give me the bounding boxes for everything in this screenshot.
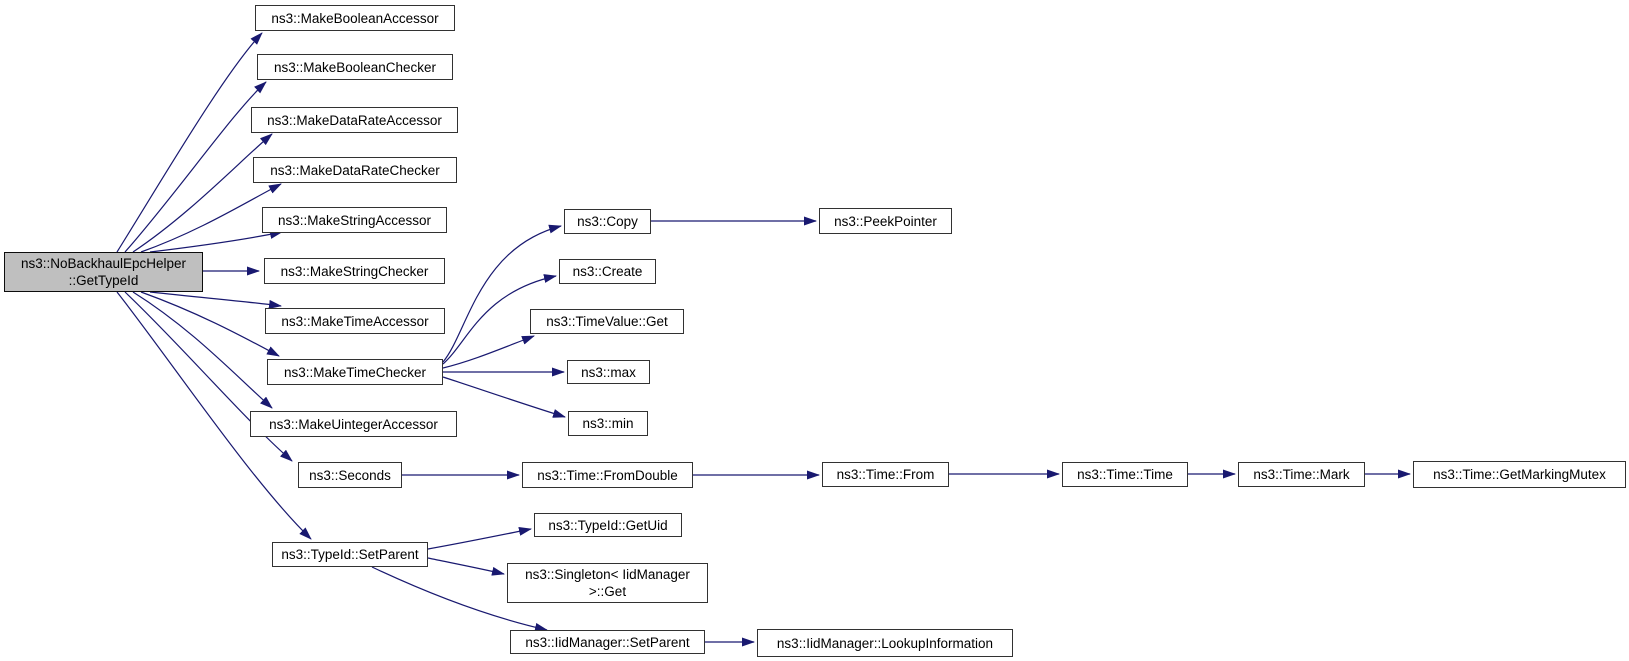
node-make-time-accessor[interactable]: ns3::MakeTimeAccessor <box>265 308 445 334</box>
node-label: ::GetTypeId <box>68 273 139 288</box>
node-label: ns3::MakeTimeAccessor <box>281 313 429 329</box>
edge-typeid-setparent-iidmanager-setparent <box>371 566 548 632</box>
node-label: ns3::MakeDataRateChecker <box>270 162 440 178</box>
edge-make-time-checker-copy <box>442 224 562 363</box>
node-label: ns3::IidManager::SetParent <box>525 634 690 650</box>
node-make-datarate-accessor[interactable]: ns3::MakeDataRateAccessor <box>251 107 458 133</box>
edge-gettypeid-make-datarate-accessor <box>132 133 273 253</box>
node-typeid-setparent[interactable]: ns3::TypeId::SetParent <box>272 542 428 567</box>
node-time-getmarkingmutex[interactable]: ns3::Time::GetMarkingMutex <box>1413 461 1626 488</box>
node-label: ns3::MakeUintegerAccessor <box>269 416 438 432</box>
edge-gettypeid-typeid-setparent <box>116 291 312 540</box>
edge-gettypeid-make-uinteger-accessor <box>132 291 273 409</box>
node-iidmanager-lookupinformation[interactable]: ns3::IidManager::LookupInformation <box>757 629 1013 657</box>
node-make-string-checker[interactable]: ns3::MakeStringChecker <box>264 258 445 284</box>
node-label: ns3::Time::From <box>836 467 935 482</box>
node-make-boolean-accessor[interactable]: ns3::MakeBooleanAccessor <box>255 5 455 31</box>
edge-gettypeid-make-time-checker <box>140 291 280 357</box>
node-label: ns3::Create <box>572 264 643 279</box>
edge-gettypeid-make-datarate-checker <box>140 183 282 253</box>
node-create[interactable]: ns3::Create <box>559 259 656 284</box>
node-label: ns3::Copy <box>577 214 638 229</box>
node-make-datarate-checker[interactable]: ns3::MakeDataRateChecker <box>253 157 457 183</box>
node-seconds[interactable]: ns3::Seconds <box>298 462 402 488</box>
node-label: ns3::TypeId::SetParent <box>281 547 419 562</box>
node-label: ns3::Time::GetMarkingMutex <box>1433 467 1606 482</box>
node-min[interactable]: ns3::min <box>568 411 648 436</box>
node-copy[interactable]: ns3::Copy <box>564 209 651 234</box>
node-label: ns3::min <box>582 416 634 431</box>
node-label: ns3::MakeBooleanChecker <box>273 59 437 75</box>
node-label: ns3::TimeValue::Get <box>546 314 668 329</box>
node-label: >::Get <box>588 584 627 599</box>
node-no-backhaul-epc-helper-gettypeid[interactable]: ns3::NoBackhaulEpcHelper ::GetTypeId <box>4 252 203 292</box>
node-iidmanager-setparent[interactable]: ns3::IidManager::SetParent <box>510 630 705 654</box>
node-label: ns3::IidManager::LookupInformation <box>776 635 994 651</box>
node-make-string-accessor[interactable]: ns3::MakeStringAccessor <box>262 207 447 233</box>
node-time-fromdouble[interactable]: ns3::Time::FromDouble <box>522 462 693 488</box>
node-make-uinteger-accessor[interactable]: ns3::MakeUintegerAccessor <box>250 411 457 437</box>
edge-make-time-checker-create <box>442 274 557 365</box>
node-label: ns3::MakeStringChecker <box>280 263 429 279</box>
node-time-time[interactable]: ns3::Time::Time <box>1062 462 1188 487</box>
node-label: ns3::MakeDataRateAccessor <box>267 112 442 128</box>
edge-typeid-setparent-singleton-iidmanager-get <box>427 557 505 576</box>
node-label: ns3::MakeStringAccessor <box>277 212 432 228</box>
node-typeid-getuid[interactable]: ns3::TypeId::GetUid <box>534 513 682 537</box>
node-timevalue-get[interactable]: ns3::TimeValue::Get <box>530 309 684 334</box>
node-time-from[interactable]: ns3::Time::From <box>822 462 949 487</box>
node-time-mark[interactable]: ns3::Time::Mark <box>1238 462 1365 487</box>
node-label: ns3::max <box>581 364 636 380</box>
node-singleton-iidmanager-get[interactable]: ns3::Singleton< IidManager >::Get <box>507 563 708 603</box>
edge-typeid-setparent-typeid-getuid <box>427 526 532 550</box>
edge-gettypeid-seconds <box>124 291 293 462</box>
node-make-boolean-checker[interactable]: ns3::MakeBooleanChecker <box>257 54 453 80</box>
node-label: ns3::MakeBooleanAccessor <box>271 10 439 26</box>
node-label: ns3::TypeId::GetUid <box>548 517 668 533</box>
edge-gettypeid-make-time-accessor <box>149 291 282 309</box>
edge-make-time-checker-min <box>442 376 566 418</box>
node-label: ns3::Time::Mark <box>1253 467 1350 482</box>
node-max[interactable]: ns3::max <box>567 360 650 384</box>
node-make-time-checker[interactable]: ns3::MakeTimeChecker <box>267 359 443 385</box>
node-label: ns3::Seconds <box>309 467 391 483</box>
node-label: ns3::Singleton< IidManager <box>525 567 690 582</box>
node-label: ns3::PeekPointer <box>834 213 937 229</box>
edge-gettypeid-make-string-accessor <box>149 230 283 253</box>
node-label: ns3::NoBackhaulEpcHelper <box>20 256 187 271</box>
edge-gettypeid-make-boolean-accessor <box>116 32 263 253</box>
node-peekpointer[interactable]: ns3::PeekPointer <box>819 208 952 234</box>
node-label: ns3::Time::Time <box>1077 467 1173 482</box>
edge-gettypeid-make-boolean-checker <box>124 81 267 253</box>
node-label: ns3::MakeTimeChecker <box>283 364 427 380</box>
node-label: ns3::Time::FromDouble <box>537 467 678 483</box>
edge-make-time-checker-timevalue-get <box>442 335 535 369</box>
